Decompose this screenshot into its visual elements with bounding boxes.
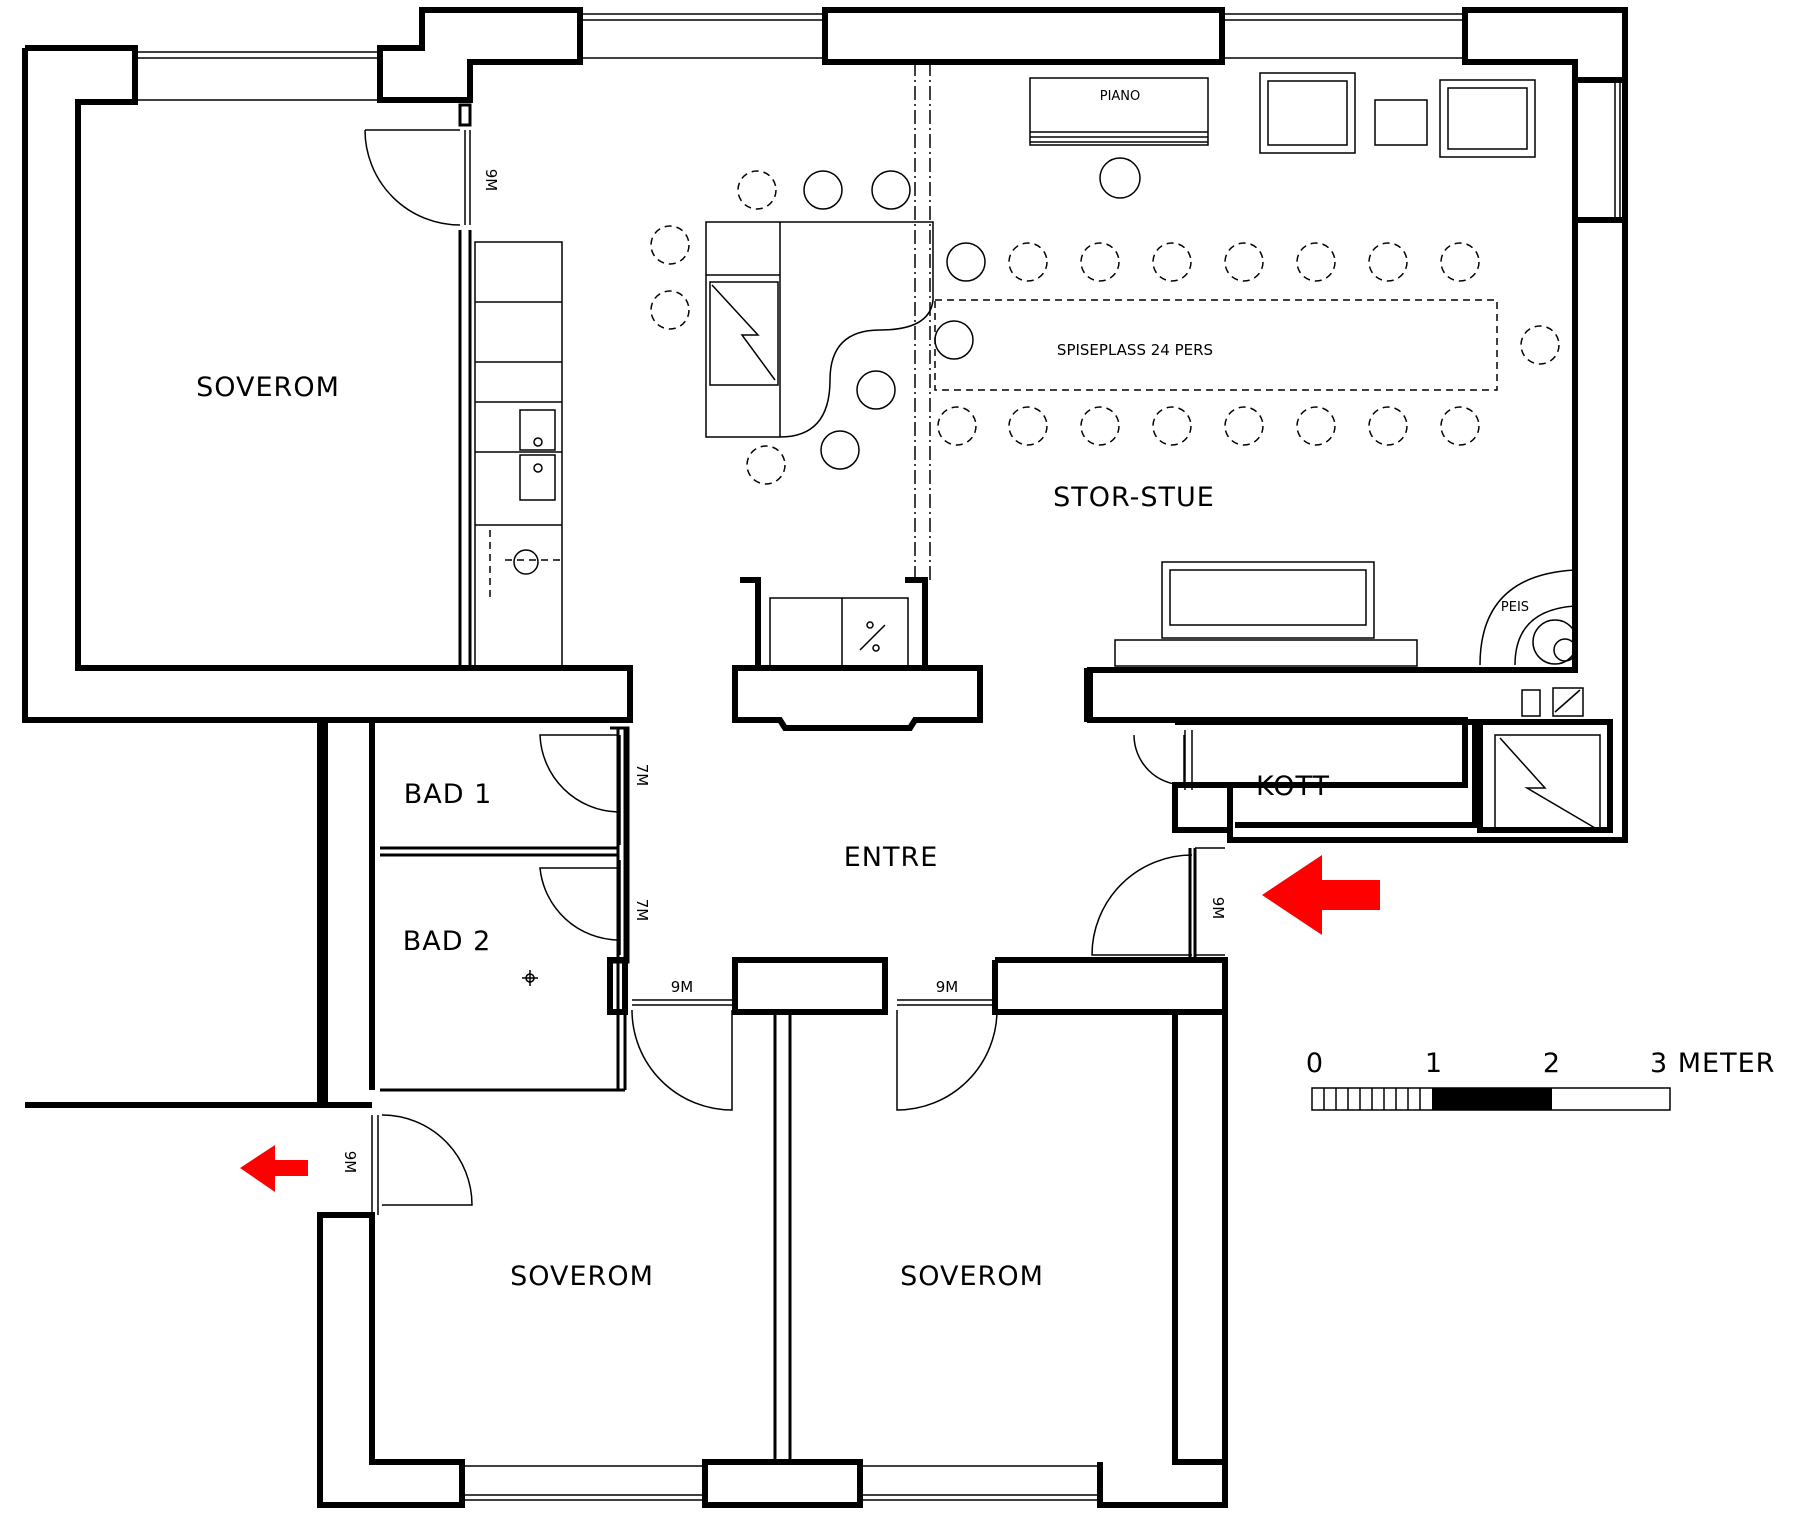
room-label-bad1: BAD 1 [404, 779, 493, 810]
door-label-soverom-br: 9M [936, 978, 959, 996]
kitchen-lower-unit [769, 597, 909, 667]
room-label-soverom-br: SOVEROM [900, 1261, 1044, 1292]
room-label-stor-stue: STOR-STUE [1053, 482, 1215, 513]
windows [135, 13, 1621, 1501]
partitions [380, 103, 1197, 1462]
door-label-bad2: 7M [633, 899, 651, 922]
dining-table: SPISEPLASS 24 PERS [934, 242, 1560, 446]
island-chairs [650, 170, 911, 485]
scale-tick-1: 1 [1425, 1048, 1443, 1079]
entry-arrow-icon [1262, 855, 1380, 935]
exit-arrow-icon [240, 1145, 308, 1192]
room-label-bad2: BAD 2 [403, 926, 492, 957]
kitchen-counter [474, 241, 563, 667]
walls [22, 7, 1628, 1508]
dining-label: SPISEPLASS 24 PERS [1057, 341, 1213, 359]
drain-icon [522, 970, 538, 986]
scale-tick-0: 0 [1306, 1048, 1324, 1079]
door-label-entry: 9M [1209, 897, 1227, 920]
door-label-bad1: 7M [633, 764, 651, 787]
room-label-kott: KOTT [1256, 771, 1330, 802]
scale-tick-3: 3 METER [1650, 1048, 1775, 1079]
scale-tick-2: 2 [1543, 1048, 1561, 1079]
room-label-soverom-top: SOVEROM [196, 372, 340, 403]
piano-label: PIANO [1100, 89, 1141, 104]
ceiling-lines [914, 62, 931, 580]
door-label-exit-left: 9M [341, 1151, 359, 1174]
fireplace-label: PEIS [1501, 600, 1529, 615]
door-labels: 9M 7M 7M 9M 9M 9M 9M [341, 169, 1227, 1174]
room-labels: SOVEROM STOR-STUE BAD 1 BAD 2 ENTRE KOTT… [196, 372, 1330, 1292]
kott-area [1175, 719, 1601, 831]
piano: PIANO [1029, 77, 1209, 199]
kitchen-island [705, 221, 934, 438]
door-label-soverom-bl: 9M [671, 978, 694, 996]
room-label-entre: ENTRE [844, 842, 939, 873]
scale-bar: 0 1 2 3 METER [1306, 1048, 1775, 1111]
lounge-furniture [1114, 72, 1536, 667]
scale-bar-subticks [1323, 1088, 1421, 1110]
doors [325, 129, 1225, 1216]
door-label-soverom-top: 9M [482, 169, 500, 192]
fireplace: PEIS [1479, 569, 1584, 717]
room-label-soverom-bl: SOVEROM [510, 1261, 654, 1292]
